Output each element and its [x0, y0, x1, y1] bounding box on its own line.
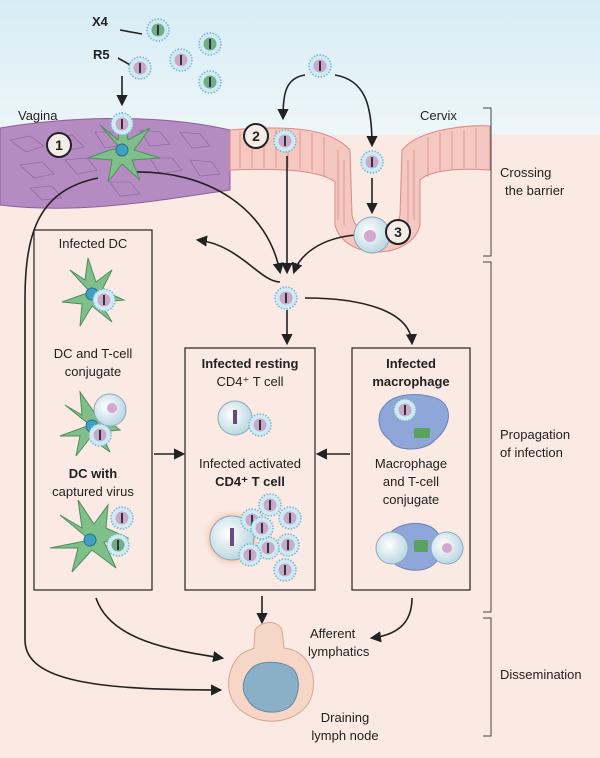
virus-particle: [273, 129, 297, 153]
dc-conjugate-line2: conjugate: [64, 364, 122, 379]
tcell-resting-line1: Infected resting: [201, 356, 299, 371]
tcell-resting-line2: CD4⁺ T cell: [216, 374, 284, 389]
virus-particles: [88, 18, 417, 582]
lumen-area: [0, 0, 600, 135]
virus-particle: [248, 413, 272, 437]
node-line1: Draining: [320, 710, 370, 725]
bracket-propagation: [483, 261, 492, 613]
stage-propagation-line1: Propagation: [500, 427, 571, 442]
macro-conjugate-line2: and T-cell: [382, 474, 440, 489]
vagina-label: Vagina: [18, 108, 58, 123]
epithelium-cells: [9, 129, 221, 201]
infected-macrophage-box: [351, 347, 471, 591]
node-line2: lymph node: [311, 728, 379, 743]
stage-crossing-line1: Crossing: [500, 165, 552, 180]
virus-particle: [146, 18, 170, 42]
macro-conjugate-line1: Macrophage: [374, 456, 448, 471]
arrow-dc-to-center: [131, 171, 284, 275]
dc-captured-virus-cell: [49, 499, 130, 573]
virus-particle: [198, 70, 222, 94]
arrow-dc-box-to-node: [95, 597, 225, 663]
virus-particle: [110, 506, 134, 530]
virus-particle: [258, 493, 282, 517]
virus-particle: [278, 506, 302, 530]
arrow-virus-to-macrophage-box: [304, 297, 418, 346]
dc-box-title: Infected DC: [58, 236, 128, 251]
step-3-marker: 3: [385, 219, 411, 245]
virus-particle: [238, 543, 262, 567]
arrow-center-out-left: [195, 235, 281, 283]
columnar-cells: [239, 128, 477, 225]
arrow-cell3-to-center: [291, 234, 357, 275]
arrow-top-to-left: [277, 74, 306, 121]
dc-infected: [61, 257, 126, 327]
arrow-top-to-right: [334, 74, 378, 148]
virus-particle: [169, 48, 193, 72]
virus-particle: [110, 112, 134, 136]
arrow-x4-pointer: [119, 29, 143, 35]
arrow-macro-to-afferent: [369, 597, 413, 643]
r5-label: R5: [93, 47, 110, 62]
dc-captured-line1: DC with: [68, 466, 118, 481]
virus-particle: [128, 56, 152, 80]
virus-particle: [198, 32, 222, 56]
macro-conjugate-line3: conjugate: [382, 492, 440, 507]
afferent-line1: Afferent: [310, 626, 356, 641]
virus-particle: [106, 533, 130, 557]
lymph-node: [228, 622, 314, 722]
virus-particle: [92, 288, 116, 312]
stage-propagation-line2: of infection: [500, 445, 563, 460]
infected-dc-box: [33, 229, 153, 591]
virus-particle: [308, 54, 332, 78]
tcell-activated-line2: CD4⁺ T cell: [215, 474, 285, 489]
virus-particle: [276, 533, 300, 557]
dc-captured-line2: captured virus: [52, 484, 134, 499]
dc-conjugate-line1: DC and T-cell: [53, 346, 133, 361]
virus-particle: [273, 558, 297, 582]
virus-particle: [393, 398, 417, 422]
step-1-marker: 1: [46, 132, 72, 158]
macrophage-tcell-left: [375, 531, 409, 565]
cervical-epithelium: [229, 125, 491, 253]
tcell-activated-line1: Infected activated: [199, 456, 301, 471]
step-2-marker: 2: [243, 123, 269, 149]
cervix-label: Cervix: [420, 108, 457, 123]
infected-tcell-box: [184, 347, 316, 591]
virus-particle: [274, 286, 298, 310]
afferent-line2: lymphatics: [308, 644, 370, 659]
virus-particle: [360, 150, 384, 174]
virus-particle: [250, 516, 274, 540]
bracket-dissemination: [483, 617, 492, 737]
arrow-vagina-bypass-to-node: [24, 177, 223, 696]
virus-particle: [88, 423, 112, 447]
macro-title-line1: Infected: [386, 356, 436, 371]
macro-title-line2: macrophage: [372, 374, 450, 389]
bracket-crossing: [483, 107, 492, 257]
x4-label: X4: [92, 14, 108, 29]
stage-crossing-line2: the barrier: [505, 183, 565, 198]
stage-dissemination: Dissemination: [500, 667, 582, 682]
